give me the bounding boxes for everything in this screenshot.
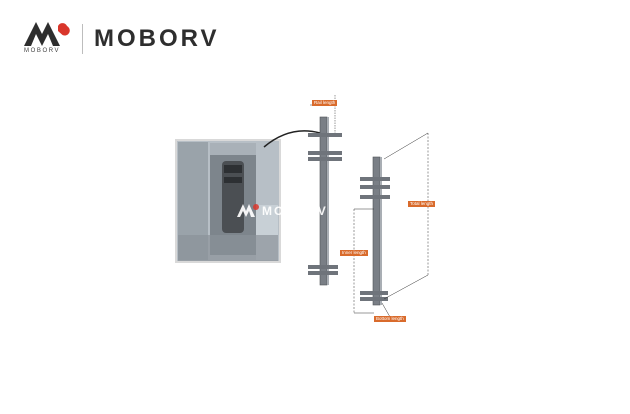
brand-name: MOBORV: [94, 25, 220, 52]
inset-photo: [175, 130, 321, 263]
header-divider: [82, 24, 83, 54]
callout-bottom: Bottom length: [374, 316, 406, 322]
logo-sub-label: MOBORV: [24, 48, 61, 54]
callout-top: Rail length: [312, 100, 338, 106]
callout-middle: Inner length: [340, 250, 368, 256]
watermark-text: MOBORV: [262, 204, 328, 218]
callout-right: Total length: [408, 201, 436, 207]
brand-logo-icon: MOBORV: [22, 18, 74, 58]
rail-assembly-right: [353, 132, 429, 318]
product-illustration: Rail length Total length Inner length Bo…: [170, 85, 470, 330]
rail-assembly-left: [308, 95, 342, 286]
watermark: MOBORV: [236, 202, 396, 222]
brand-header: MOBORV MOBORV: [22, 18, 262, 58]
watermark-logo-icon: [237, 204, 259, 217]
